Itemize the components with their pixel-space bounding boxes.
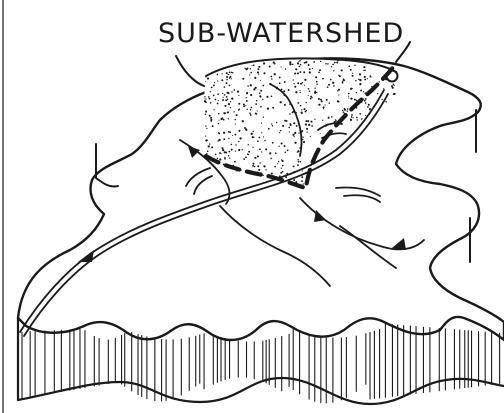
stippled-area [199, 50, 410, 191]
sub-watershed-label: SUB-WATERSHED [158, 18, 404, 49]
